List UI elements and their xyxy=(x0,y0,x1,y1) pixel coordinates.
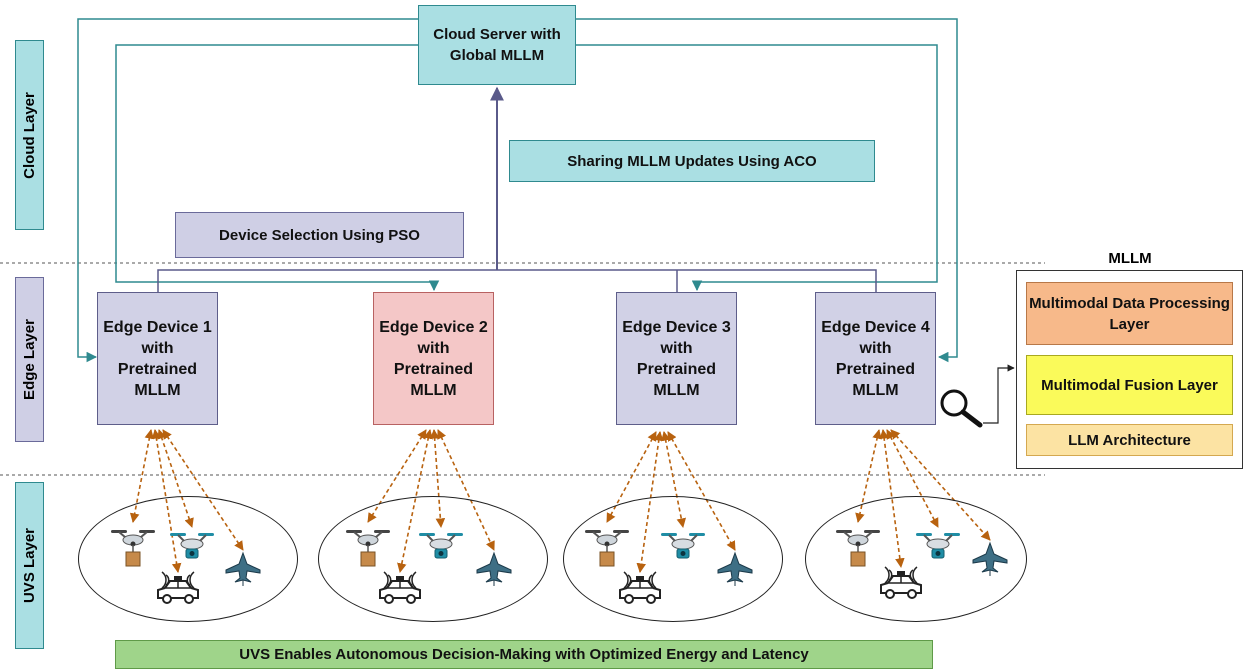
edge-device-4: Edge Device 4 with Pretrained MLLM xyxy=(815,292,936,425)
wire-device4-to-mllm xyxy=(983,364,1015,424)
uvs-cluster-2 xyxy=(318,496,548,622)
wire-devices-bus xyxy=(157,269,877,292)
cloud-server-box: Cloud Server with Global MLLM xyxy=(418,5,576,85)
mllm-panel-title: MLLM xyxy=(1108,250,1152,267)
uvs-link-4-4 xyxy=(890,429,991,541)
wire-cloud-to-device2 xyxy=(115,44,440,292)
uvs-link-2-4 xyxy=(437,429,495,551)
aco-sharing-banner: Sharing MLLM Updates Using ACO xyxy=(509,140,875,182)
wire-cloud-to-device3 xyxy=(576,44,938,292)
uvs-cluster-4 xyxy=(805,496,1027,622)
mllm-llm-architecture: LLM Architecture xyxy=(1026,424,1233,456)
edge-device-2: Edge Device 2 with Pretrained MLLM xyxy=(373,292,494,425)
uvs-decision-banner: UVS Enables Autonomous Decision-Making w… xyxy=(115,640,933,669)
uvs-cluster-3 xyxy=(563,496,783,622)
uvs-layer-label: UVS Layer xyxy=(15,482,44,649)
cloud-layer-label: Cloud Layer xyxy=(15,40,44,230)
edge-device-1: Edge Device 1 with Pretrained MLLM xyxy=(97,292,218,425)
mllm-fusion-layer: Multimodal Fusion Layer xyxy=(1026,355,1233,415)
mllm-data-processing-layer: Multimodal Data Processing Layer xyxy=(1026,282,1233,345)
magnifier-icon xyxy=(940,389,983,428)
wire-cloud-to-device4 xyxy=(576,18,958,363)
wire-cloud-to-device1 xyxy=(77,18,418,363)
uvs-cluster-1 xyxy=(78,496,298,622)
pso-selection-banner: Device Selection Using PSO xyxy=(175,212,464,258)
edge-layer-label: Edge Layer xyxy=(15,277,44,442)
uvs-link-2-3 xyxy=(429,429,446,528)
edge-device-3: Edge Device 3 with Pretrained MLLM xyxy=(616,292,737,425)
